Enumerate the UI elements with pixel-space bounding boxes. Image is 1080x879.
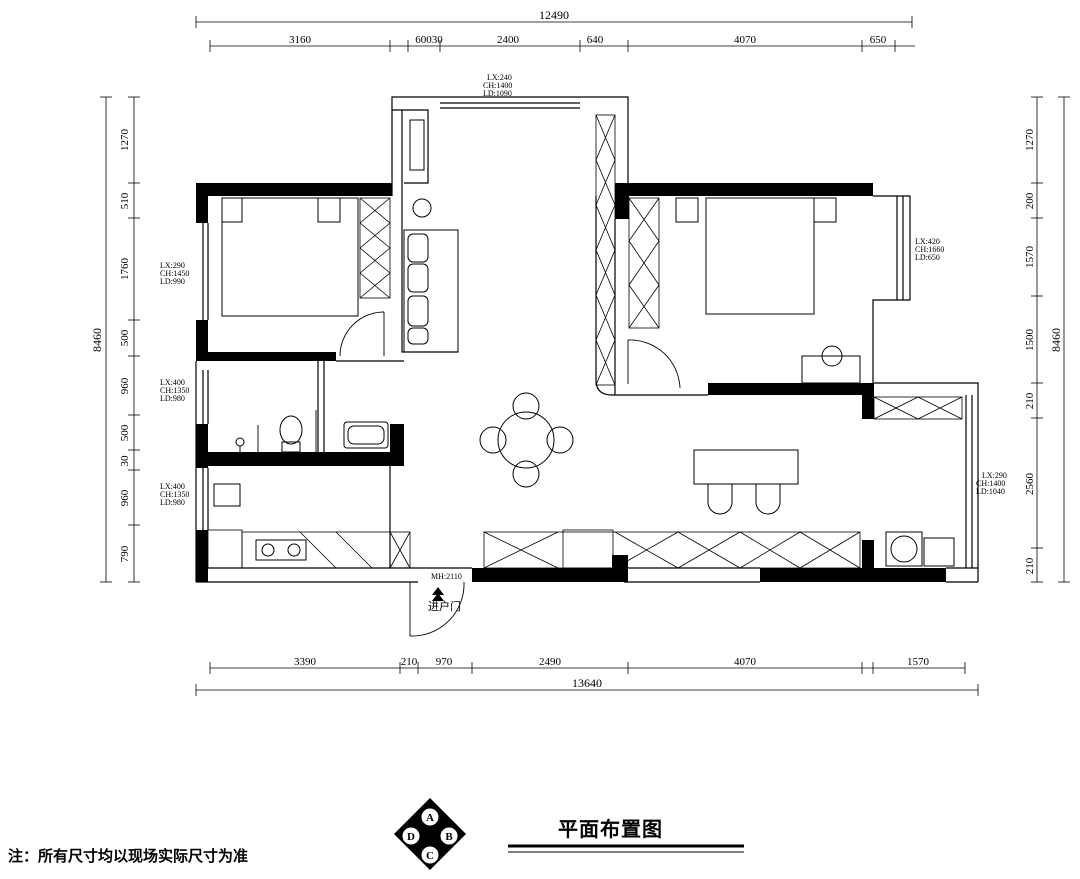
- bed-right: [705, 197, 815, 315]
- window-bathroom-lx: LX:400: [160, 378, 185, 387]
- sofa: [403, 229, 459, 353]
- window-kitchen-ch: CH:1350: [160, 490, 189, 499]
- window-balcony-lx: LX:290: [982, 471, 1007, 480]
- dim-left-8: 960: [119, 489, 131, 506]
- dim-top-4: 640: [587, 34, 604, 46]
- window-top-lx: LX:240: [487, 73, 512, 82]
- walls: [196, 183, 946, 582]
- dim-bottom-6: 1570: [907, 656, 930, 668]
- window-bedroom-right-ch: CH:1660: [915, 245, 944, 254]
- window-bedroom-left-lx: LX:290: [160, 261, 185, 270]
- dim-left-3: 1760: [119, 258, 131, 281]
- bar-counter: [693, 449, 799, 485]
- dim-right-1: 1270: [1024, 129, 1036, 152]
- window-bedroom-right-lx: LX:420: [915, 237, 940, 246]
- dim-top-6: 650: [870, 34, 887, 46]
- title-underline: [508, 844, 744, 853]
- bed-left: [221, 197, 359, 317]
- entrance-height: MH:2110: [431, 572, 462, 581]
- dim-bottom-3: 970: [436, 656, 453, 668]
- bathtub: [343, 421, 389, 449]
- dim-right-4: 1500: [1024, 329, 1036, 352]
- window-bedroom-left-ch: CH:1450: [160, 269, 189, 278]
- dim-right-7: 210: [1024, 557, 1036, 574]
- dim-right-5: 210: [1024, 392, 1036, 409]
- entrance-arrow: [432, 587, 444, 601]
- toilet: [279, 415, 303, 445]
- window-bathroom-ld: LD:980: [160, 394, 185, 403]
- dim-bottom-5: 4070: [734, 656, 757, 668]
- window-bathroom-ch: CH:1350: [160, 386, 189, 395]
- footnote: 注：所有尺寸均以现场实际尺寸为准: [8, 847, 249, 865]
- window-bedroom-right-ld: LD:650: [915, 253, 940, 262]
- dim-left-9: 790: [119, 545, 131, 562]
- dim-top-2: 60030: [415, 34, 443, 46]
- dim-left-total: 8460: [90, 328, 104, 352]
- window-labels: LX:240 CH:1400 LD:1090 LX:290 CH:1450 LD…: [160, 73, 1007, 581]
- dim-bottom-4: 2490: [539, 656, 562, 668]
- dim-left-2: 510: [119, 192, 131, 209]
- dining-table: [497, 411, 555, 469]
- window-balcony-ch: CH:1400: [976, 479, 1005, 488]
- compass-b: B: [445, 831, 453, 843]
- doors: [257, 311, 681, 637]
- dimension-labels: 12490 3160 60030 2400 640 4070 650 3390 …: [90, 8, 1063, 690]
- wardrobes: [207, 114, 963, 569]
- dim-top-3: 2400: [497, 34, 520, 46]
- window-top-ld: LD:1090: [483, 89, 512, 98]
- plan-title: 平面布置图: [558, 817, 663, 841]
- compass-icon: A B C D: [394, 798, 466, 870]
- window-top-ch: CH:1400: [483, 81, 512, 90]
- window-balcony-ld: LD:1040: [976, 487, 1005, 496]
- window-kitchen-lx: LX:400: [160, 482, 185, 491]
- furniture: [213, 119, 955, 567]
- dim-right-6: 2560: [1024, 473, 1036, 496]
- dim-left-5: 960: [119, 377, 131, 394]
- compass-c: C: [426, 850, 434, 862]
- dim-left-4: 500: [119, 329, 131, 346]
- dim-right-3: 1570: [1024, 246, 1036, 269]
- dim-top-1: 3160: [289, 34, 312, 46]
- dim-left-6: 500: [119, 424, 131, 441]
- dim-top-5: 4070: [734, 34, 757, 46]
- entrance-label: 进户门: [428, 599, 461, 613]
- dim-right-2: 200: [1024, 192, 1036, 209]
- compass-a: A: [426, 812, 434, 824]
- compass-d: D: [407, 831, 415, 843]
- window-bedroom-left-ld: LD:990: [160, 277, 185, 286]
- dim-left-7: 30: [119, 455, 131, 467]
- wall-outlines: [195, 96, 979, 583]
- dim-left-1: 1270: [119, 129, 131, 152]
- dimension-lines: [100, 16, 1070, 696]
- dim-bottom-total: 13640: [572, 676, 602, 690]
- window-kitchen-ld: LD:980: [160, 498, 185, 507]
- stove: [255, 539, 307, 561]
- dim-top-total: 12490: [539, 8, 569, 22]
- dim-right-total: 8460: [1049, 328, 1063, 352]
- dim-bottom-1: 3390: [294, 656, 317, 668]
- dim-bottom-2: 210: [401, 656, 418, 668]
